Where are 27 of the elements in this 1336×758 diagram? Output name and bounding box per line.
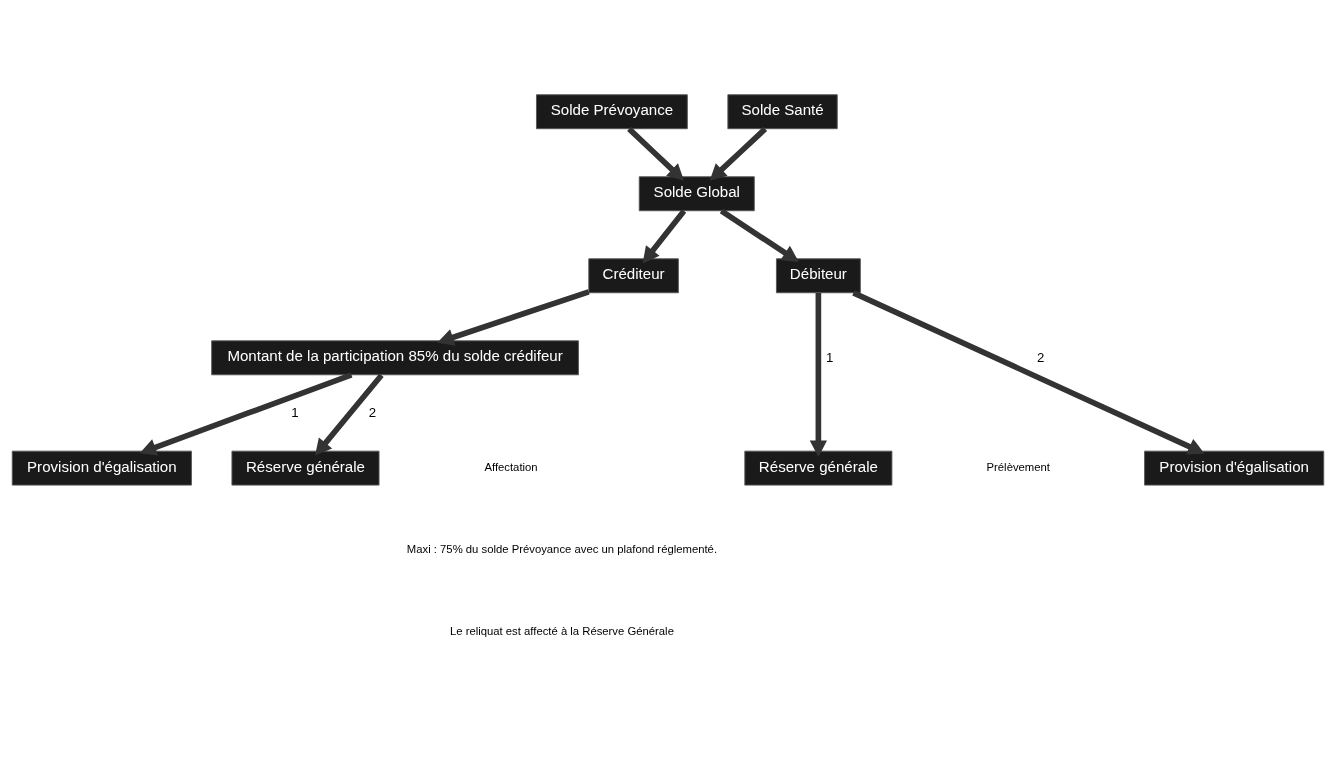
label: Maxi : 75% du solde Prévoyance avec un plafond réglementé. xyxy=(406,542,718,555)
node-box: Provision d'égalisation xyxy=(1144,450,1325,486)
edge-label: 1 xyxy=(825,349,834,365)
arrow xyxy=(315,372,384,456)
node-box: Solde Prévoyance xyxy=(536,93,688,129)
label: Affectation xyxy=(484,460,538,473)
arrow xyxy=(627,126,685,181)
arrow xyxy=(642,208,687,263)
edge-label: 2 xyxy=(368,404,376,420)
arrow xyxy=(139,371,353,456)
arrow xyxy=(852,289,1205,455)
node-box: Solde Global xyxy=(638,175,755,211)
label: Prélèvement xyxy=(986,460,1050,473)
node-box: Montant de la participation 85% du solde crédifeur xyxy=(211,339,579,375)
node-box: Provision d'égalisation xyxy=(11,450,192,486)
node-box: Réserve générale xyxy=(231,450,380,486)
label: Le reliquat est affecté à la Réserve Générale xyxy=(449,624,674,637)
arrow xyxy=(437,288,590,346)
node-box: Débiteur xyxy=(775,257,861,293)
arrow xyxy=(719,208,799,262)
node-box: Créditeur xyxy=(588,257,679,293)
edge-label: 1 xyxy=(291,404,299,420)
node-box: Solde Santé xyxy=(727,93,838,129)
node-box: Réserve générale xyxy=(744,450,893,486)
arrow xyxy=(709,126,768,181)
arrow xyxy=(809,292,828,457)
edge-label: 2 xyxy=(1037,349,1045,365)
